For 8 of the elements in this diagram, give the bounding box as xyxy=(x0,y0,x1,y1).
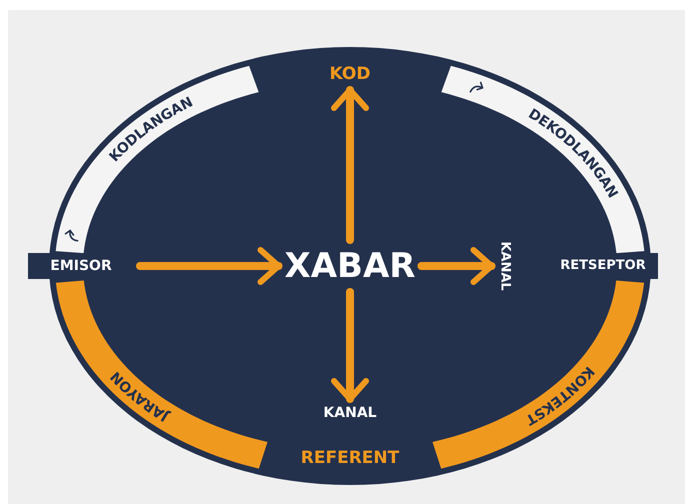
label-text: KANAL xyxy=(323,405,377,421)
label-text: REFERENT xyxy=(300,448,400,468)
label-text: KOD xyxy=(330,64,370,84)
label-text: XABAR xyxy=(284,246,416,286)
arrow xyxy=(331,288,369,403)
arrow xyxy=(331,86,369,244)
arrow xyxy=(136,247,283,285)
arrow xyxy=(417,247,496,285)
